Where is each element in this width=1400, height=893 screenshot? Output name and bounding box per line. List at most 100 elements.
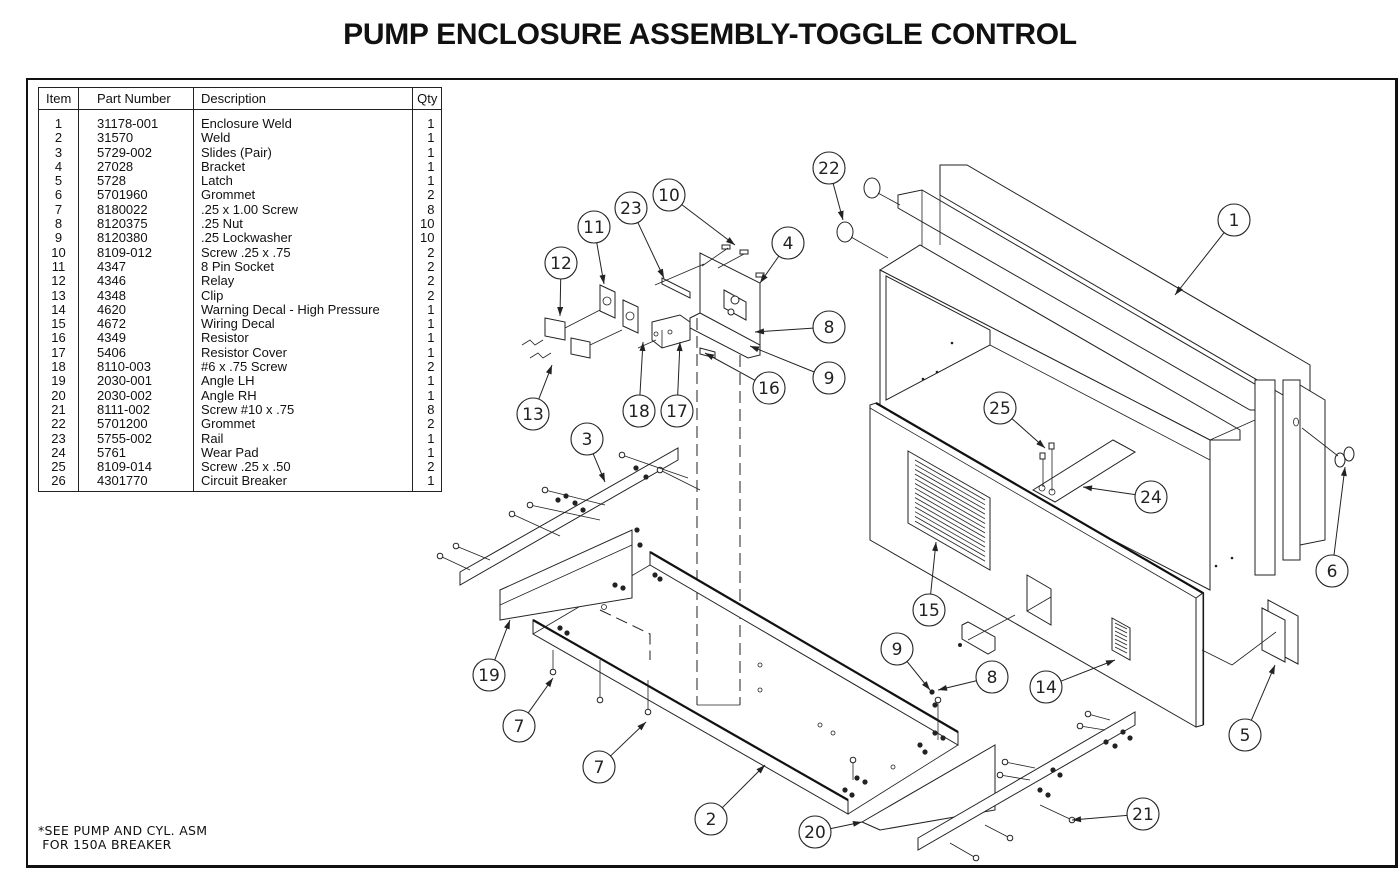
cell-description: Relay [193,273,413,289]
cell-part-number: 31178-001 [78,109,194,132]
cell-item: 22 [38,416,79,432]
callout-label: 5 [1240,726,1251,746]
cell-qty: 1 [427,144,435,160]
bolt-head [541,486,549,494]
header-description: Description [193,87,413,110]
callout-arrowhead [1072,816,1082,823]
cell-part-number: 5701200 [78,416,194,432]
cell-part-number: 4348 [78,288,194,303]
cell-part-number: 8120375 [78,216,194,232]
cell-qty: 1 [427,444,435,460]
callout-label: 11 [583,218,605,238]
callout-arrowhead [756,765,765,774]
cell-description: Wiring Decal [193,316,413,332]
cell-item: 21 [38,402,79,418]
grille-slot [914,492,986,534]
cell-item: 19 [38,374,79,389]
bolt [1039,804,1073,821]
callout-arrowhead [750,346,760,353]
callout-item-8: 8 [812,310,846,344]
cell-item: 14 [38,302,79,318]
callout-arrowhead [1340,467,1347,477]
bolt [659,469,701,491]
bolt-head [1076,722,1084,730]
grille-slot [914,501,986,543]
cell-description: Circuit Breaker [193,474,413,492]
cell-part-number: 8180022 [78,202,194,218]
callout-item-7: 7 [502,709,536,743]
cell-description: Enclosure Weld [193,109,413,132]
callout-item-3: 3 [570,422,604,456]
grille-slot [914,497,986,538]
bolt-head [549,668,557,676]
callout-item-16: 16 [752,371,786,405]
cell-qty: 1 [427,301,435,317]
decal-line [1114,638,1128,646]
cell-description: #6 x .75 Screw [193,359,413,375]
cell-item: 2 [38,130,79,146]
nut [1120,729,1126,735]
cell-item: 7 [38,202,79,218]
callout-label: 12 [550,254,572,274]
cell-qty: 2 [427,258,435,274]
cell-description: Screw .25 x .75 [193,245,413,260]
callout-circle [812,151,846,185]
callout-arrowhead [726,237,735,245]
nut [633,465,639,471]
callout-circle [812,310,846,344]
decal-line [1114,642,1128,650]
nut [620,585,626,591]
callout-circle [472,658,506,692]
cell-part-number: 4349 [78,331,194,346]
callout-label: 8 [824,318,835,338]
callout-circle [1126,797,1160,831]
callout-leader [1071,814,1128,821]
nut [563,493,569,499]
decal-line [1114,646,1128,654]
cell-item: 18 [38,359,79,375]
callout-circle [1134,480,1168,514]
control-bracket-assembly [521,244,765,706]
callout-leader [754,327,814,333]
cell-part-number: 4346 [78,273,194,289]
vent-grille [914,459,986,562]
grille-slot [914,487,986,529]
bolt-head [1001,758,1009,766]
callout-circle [577,210,611,244]
cell-qty: 2 [427,287,435,303]
callout-circle [502,709,536,743]
nut [1037,787,1043,793]
cell-description: Angle LH [193,374,413,389]
bolt [439,555,471,571]
callout-circle [1217,203,1251,237]
cell-qty: 1 [427,316,435,332]
callout-balloons: 1234567788991011121314151617181920212223… [472,151,1349,849]
bolt-head [526,501,534,509]
cell-qty: 1 [427,173,435,189]
cell-qty: 2 [427,459,435,475]
cell-description: .25 Lockwasher [193,231,413,246]
callout-item-25: 25 [983,391,1017,425]
bolt-head [452,542,460,550]
cell-part-number: 5729-002 [78,145,194,160]
cell-description: Angle RH [193,388,413,403]
bolt [999,774,1031,781]
nut [849,792,855,798]
callout-label: 7 [594,758,605,778]
callout-item-6: 6 [1315,554,1349,588]
callout-circle [516,397,550,431]
cell-description: Grommet [193,188,413,203]
callout-leader [721,764,766,809]
nut [932,730,938,736]
cell-item: 17 [38,345,79,361]
callout-item-20: 20 [798,815,832,849]
cell-qty: 2 [427,244,435,260]
